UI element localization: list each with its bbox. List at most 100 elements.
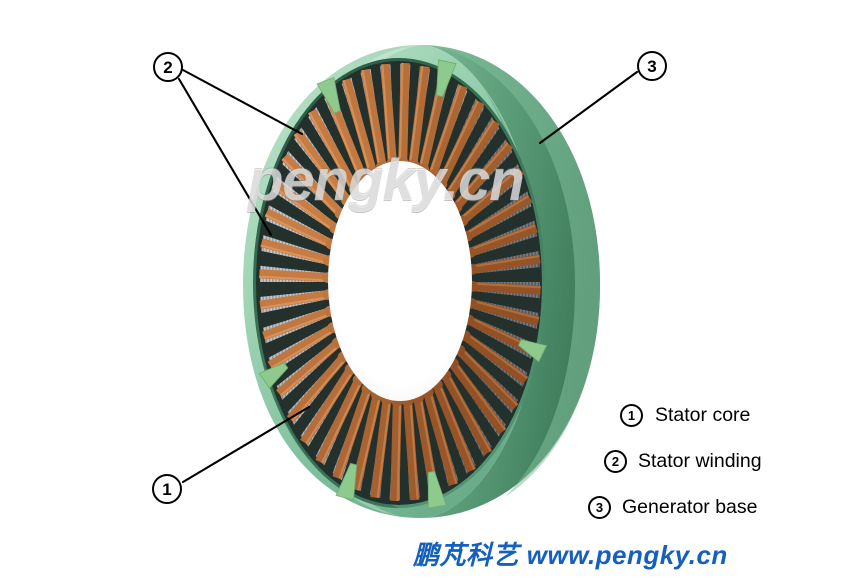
stator-winding-highlight bbox=[264, 312, 332, 340]
stator-winding-highlight bbox=[446, 373, 492, 452]
stator-winding-highlight bbox=[438, 383, 476, 470]
callout-badge-2: 2 bbox=[153, 52, 183, 82]
leader-line-3 bbox=[538, 70, 639, 145]
callout-badge-1-number: 1 bbox=[162, 479, 172, 499]
stator-winding-bar bbox=[432, 382, 476, 473]
legend-badge-2-number: 2 bbox=[611, 453, 620, 469]
stator-winding-bar bbox=[315, 377, 363, 464]
stator-winding-highlight bbox=[281, 158, 340, 217]
legend-badge-1: 1 bbox=[620, 403, 643, 427]
stator-winding-bar bbox=[448, 360, 507, 435]
stator-winding-highlight bbox=[259, 275, 329, 282]
stator-winding-highlight bbox=[465, 332, 529, 379]
stator-winding-bar bbox=[276, 339, 341, 397]
stator-winding-bar bbox=[471, 281, 541, 295]
legend-badge-3: 3 bbox=[588, 495, 611, 519]
stator-winding-bar bbox=[267, 323, 336, 370]
stator-winding-highlight bbox=[445, 119, 495, 194]
stator-winding-bar bbox=[455, 346, 519, 411]
stator-winding-bar bbox=[423, 390, 458, 486]
footer-branding: 鹏芃科艺 www.pengky.cn bbox=[413, 535, 728, 572]
legend-item-stator-winding: 2 Stator winding bbox=[604, 438, 762, 484]
legend-item-stator-core: 1 Stator core bbox=[620, 392, 762, 438]
stator-winding-highlight bbox=[357, 395, 381, 491]
callout-leader-lines bbox=[177, 68, 639, 484]
stator-winding-highlight bbox=[381, 64, 391, 164]
stator-winding-highlight bbox=[437, 100, 479, 184]
generator-base-outer-wall bbox=[420, 45, 600, 518]
stator-winding-bar bbox=[293, 129, 352, 204]
legend-badge-3-number: 3 bbox=[595, 499, 604, 515]
stator-mounting-wedge bbox=[427, 470, 447, 509]
legend-item-generator-base: 3 Generator base bbox=[588, 484, 762, 530]
stator-winding-highlight bbox=[264, 214, 332, 248]
stator-winding-highlight bbox=[409, 65, 424, 165]
stator-winding-highlight bbox=[460, 347, 519, 406]
stator-winding-bar bbox=[262, 307, 332, 341]
callout-badge-2-number: 2 bbox=[163, 57, 173, 77]
leader-line-2b bbox=[177, 77, 273, 237]
leader-line-1 bbox=[181, 405, 311, 484]
legend-badge-1-number: 1 bbox=[627, 407, 636, 423]
stator-winding-highlight bbox=[470, 255, 540, 268]
legend-label-generator-base: Generator base bbox=[622, 495, 758, 518]
stator-winding-bar bbox=[459, 167, 524, 225]
stator-mounting-wedge bbox=[258, 362, 289, 389]
stator-winding-bar bbox=[281, 153, 345, 218]
legend-label-stator-core: Stator core bbox=[655, 403, 751, 426]
stator-winding-bar bbox=[452, 141, 514, 211]
stator-winding-highlight bbox=[342, 79, 371, 173]
stator-winding-highlight bbox=[471, 282, 541, 289]
stator-winding-bar bbox=[390, 401, 402, 502]
legend-label-stator-winding: Stator winding bbox=[638, 449, 762, 472]
stator-winding-highlight bbox=[396, 401, 402, 502]
stator-winding-bar bbox=[441, 372, 493, 455]
stator-winding-bar bbox=[286, 353, 348, 423]
stator-winding-highlight bbox=[260, 244, 329, 265]
stator-winding-highlight bbox=[361, 69, 381, 168]
stator-winding-bar bbox=[324, 91, 368, 182]
stator-winding-highlight bbox=[305, 370, 355, 445]
stator-mounting-wedges bbox=[258, 59, 548, 509]
stator-winding-highlight bbox=[294, 133, 347, 203]
stator-winding-highlight bbox=[429, 391, 458, 485]
stator-winding-bar bbox=[445, 119, 500, 198]
stator-winding-highlight bbox=[338, 389, 372, 480]
stator-winding-bar bbox=[271, 180, 339, 233]
legend: 1 Stator core 2 Stator winding 3 Generat… bbox=[588, 392, 762, 530]
stator-winding-bar bbox=[403, 400, 420, 501]
stator-mounting-wedge bbox=[316, 76, 341, 114]
stator-winding-bar bbox=[464, 194, 533, 241]
stator-winding-highlight bbox=[280, 344, 341, 397]
stator-winding-highlight bbox=[260, 296, 330, 309]
legend-badge-2: 2 bbox=[604, 449, 627, 473]
stator-winding-bar bbox=[468, 223, 538, 257]
stator-winding-highlight bbox=[308, 112, 354, 191]
stator-mounting-wedge bbox=[436, 59, 457, 98]
footer-brand-cn: 鹏芃科艺 bbox=[413, 541, 520, 571]
callout-badge-3: 3 bbox=[637, 51, 667, 81]
stator-winding-bar bbox=[300, 366, 355, 445]
callout-badge-1: 1 bbox=[152, 474, 182, 504]
leader-line-2a bbox=[181, 68, 304, 136]
stator-winding-bar bbox=[307, 109, 359, 192]
stator-winding-bar bbox=[370, 398, 392, 499]
stator-winding-bar bbox=[413, 396, 439, 496]
stator-core-and-winding bbox=[256, 61, 542, 505]
stator-winding-bar bbox=[437, 100, 485, 187]
stator-winding-highlight bbox=[453, 361, 506, 431]
stator-mounting-wedge bbox=[518, 339, 548, 363]
stator-winding-highlight bbox=[464, 195, 530, 236]
stator-winding-highlight bbox=[398, 62, 404, 163]
stator-winding-highlight bbox=[459, 167, 520, 220]
stator-winding-highlight bbox=[271, 185, 335, 232]
stator-winding-highlight bbox=[428, 84, 462, 175]
stator-winding-highlight bbox=[409, 400, 419, 500]
stator-mounting-wedge bbox=[335, 462, 358, 501]
stator-winding-highlight bbox=[468, 224, 536, 252]
stator-winding-highlight bbox=[453, 142, 509, 207]
stator-winding-bar bbox=[469, 299, 540, 326]
stator-winding-highlight bbox=[321, 380, 363, 464]
stator-winding-bar bbox=[264, 208, 334, 249]
